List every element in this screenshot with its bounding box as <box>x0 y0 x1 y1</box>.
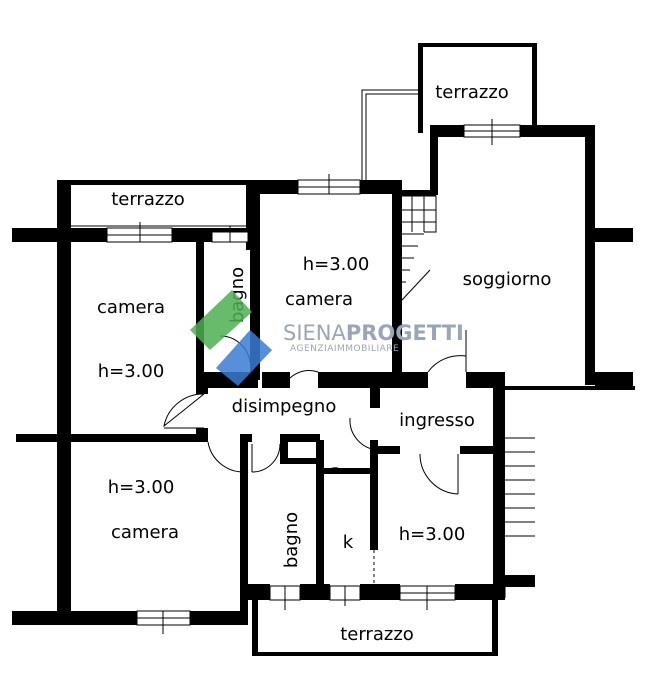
label-camera-center: camera <box>285 289 353 310</box>
logo-green-shape-icon <box>190 290 252 350</box>
thin-outlines <box>68 225 506 652</box>
label-terrazzo-top-right: terrazzo <box>435 82 509 103</box>
label-bagno-bottom: bagno <box>281 512 302 568</box>
logo-brand-text: SIENAPROGETTI <box>283 321 464 345</box>
label-camera-bottom-height: h=3.00 <box>108 477 175 498</box>
logo-brand-bold: PROGETTI <box>346 321 464 345</box>
label-kitchen: k <box>343 532 354 553</box>
label-soggiorno: soggiorno <box>463 269 552 290</box>
label-room-bottom-right-height: h=3.00 <box>399 524 466 545</box>
watermark-logo: SIENAPROGETTI AGENZIAIMMOBILIARE <box>190 290 464 386</box>
external-steps <box>505 437 535 537</box>
staircase <box>400 195 437 301</box>
label-camera-left: camera <box>97 297 165 318</box>
walls <box>12 125 635 656</box>
label-camera-bottom: camera <box>111 522 179 543</box>
door-swings <box>163 330 467 584</box>
label-disimpegno: disimpegno <box>232 396 337 417</box>
logo-brand-light: SIENA <box>283 321 347 345</box>
label-ingresso: ingresso <box>399 410 475 431</box>
logo-tagline: AGENZIAIMMOBILIARE <box>290 344 399 354</box>
label-terrazzo-top-left: terrazzo <box>111 189 185 210</box>
label-camera-left-height: h=3.00 <box>98 361 165 382</box>
terrace-top-right-outline <box>361 43 537 180</box>
windows <box>106 119 521 634</box>
room-labels: terrazzo terrazzo camera h=3.00 bagno h=… <box>97 82 551 645</box>
label-camera-center-height: h=3.00 <box>303 254 370 275</box>
logo-blue-shape-icon <box>216 330 272 386</box>
label-terrazzo-bottom: terrazzo <box>340 624 414 645</box>
